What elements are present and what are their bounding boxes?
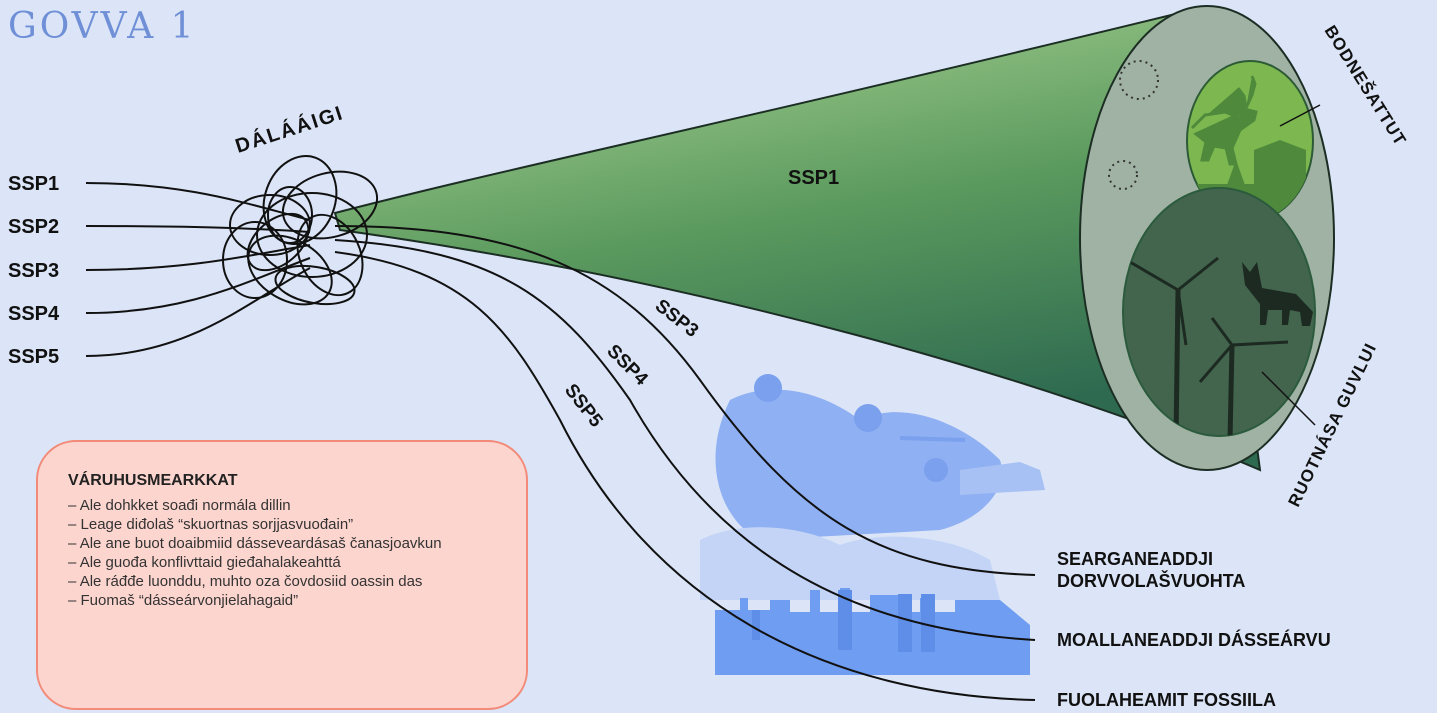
branch-label-ssp3: SSP3: [651, 295, 702, 341]
empty-circle-dotted-small: [1108, 160, 1138, 190]
bottom-circle: [1122, 187, 1316, 437]
figure-title: GOVVA 1: [8, 6, 197, 47]
outcome-ssp3-line2: DORVVOLAŠVUOHTA: [1057, 571, 1246, 591]
leader-lines: [1261, 104, 1321, 426]
warning-item: Ale dohkket soađi normála dillin: [68, 496, 500, 515]
branch-lines: [334, 225, 1036, 701]
outcome-ssp3-line1: SEARGANEADDJI: [1057, 549, 1214, 569]
wolf-icon: [1242, 262, 1313, 326]
warning-item: Leage diđolaš “skuortnas sorjjasvuođain”: [68, 515, 500, 534]
empty-circle-dotted: [1119, 60, 1159, 100]
circle-label-top: BODNEŠATTUT: [1321, 22, 1410, 149]
warning-list: Ale dohkket soađi normála dillin Leage d…: [68, 496, 500, 610]
input-ssp1: SSP1: [8, 173, 60, 195]
start-label: DÁLÁÁIGI: [232, 101, 346, 158]
input-ssp3: SSP3: [8, 260, 60, 282]
cone-ssp1-label: SSP1: [788, 167, 839, 189]
warning-title: VÁRUHUSMEARKKAT: [68, 472, 238, 489]
outcome-ssp3: SEARGANEADDJI DORVVOLAŠVUOHTA: [1057, 548, 1245, 592]
cabin-icon: [1254, 140, 1306, 185]
wind-turbine-icon: [1129, 256, 1289, 436]
tank-silhouette: [960, 462, 1045, 495]
branch-label-ssp5: SSP5: [560, 380, 607, 432]
input-ssp2: SSP2: [8, 216, 60, 238]
warning-item: Ale ane buot doaibmiid dásseveardásaš ča…: [68, 534, 500, 553]
branch-label-ssp4: SSP4: [602, 341, 652, 391]
input-ssp5: SSP5: [8, 346, 60, 368]
warning-box: VÁRUHUSMEARKKAT Ale dohkket soađi normál…: [36, 440, 528, 710]
outcome-ssp5: FUOLAHEAMIT FOSSIILA: [1057, 690, 1276, 710]
input-ssp4: SSP4: [8, 303, 60, 325]
reindeer-icon: [1190, 75, 1258, 166]
warning-item: Fuomaš “dásseárvonjielahagaid”: [68, 591, 500, 610]
ssp1-cone: [333, 6, 1262, 472]
outcome-ssp4: MOALLANEADDJI DÁSSEÁRVU: [1057, 630, 1331, 650]
warning-item: Ale ráđđe luonddu, muhto oza čovdosiid o…: [68, 572, 500, 591]
tangle: [222, 155, 379, 306]
tree-icon: [1227, 160, 1245, 185]
factory-silhouette: [700, 527, 1030, 675]
soldier-silhouette: [715, 374, 1045, 540]
warning-item: Ale guođa konflivttaid gieđahalakeahttá: [68, 553, 500, 572]
input-lines: [85, 182, 311, 357]
